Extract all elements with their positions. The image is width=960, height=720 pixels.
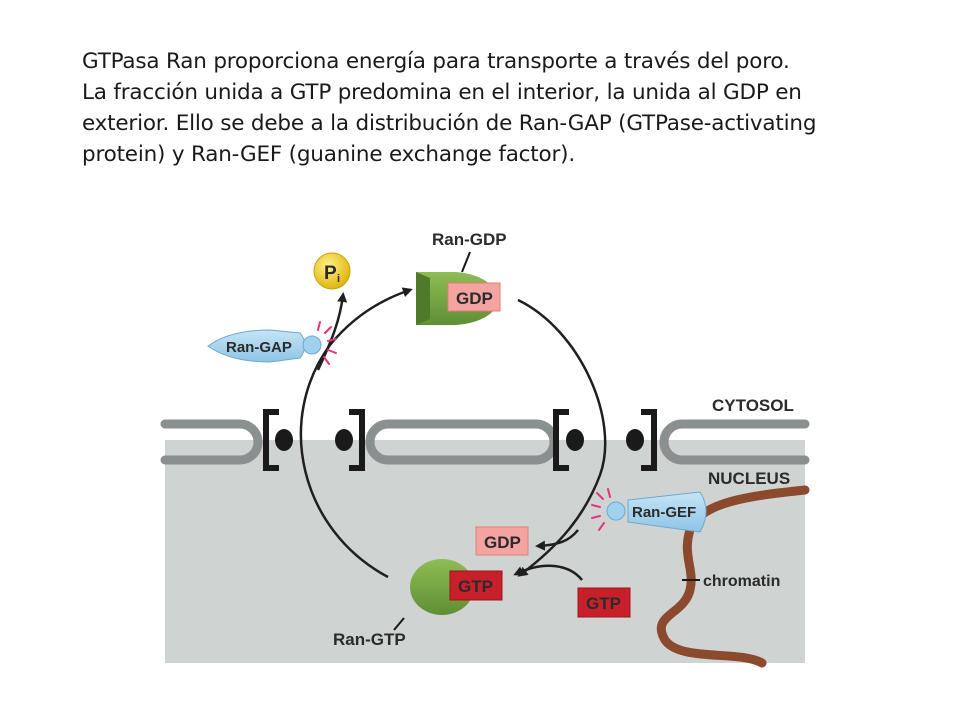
pi-phosphate-icon: P i [313,252,351,290]
ran-gdp-pointer [461,251,471,273]
gtp-chip-free-label: GTP [586,594,621,613]
ran-gap-label: Ran-GAP [226,339,292,356]
nucleus-label: NUCLEUS [708,469,790,488]
gtp-chip-bound: GTP [458,577,493,596]
pore-knob-icons [275,429,644,451]
pi-subscript: i [337,273,340,285]
caption-line-1: GTPasa Ran proporciona energía para tran… [82,49,790,74]
ran-gdp-label: Ran-GDP [432,230,507,249]
ran-gdp-protein: GDP [416,272,501,325]
caption-line-3: exterior. Ello se debe a la distribución… [82,111,817,136]
spark-icon-gap [317,321,337,365]
gdp-chip-released-label: GDP [484,533,521,552]
chromatin-label: chromatin [703,573,780,590]
ran-gtp-label: Ran-GTP [333,630,406,649]
ran-gef-protein: Ran-GEF [606,491,707,533]
nuclear-envelope [160,419,810,465]
caption-line-4: protein) y Ran-GEF (guanine exchange fac… [82,142,575,167]
gdp-chip-top: GDP [456,289,493,308]
ran-gtp-pointer [393,617,405,631]
gdp-release-arrow [535,529,579,551]
nuclear-pore-icon [263,409,657,471]
ran-gtp-protein: GTP [410,559,503,615]
cycle-arrow-left [299,287,413,579]
pi-label: P [324,263,337,284]
gtp-chip-free: GTP [577,587,631,618]
ran-gap-protein: Ran-GAP [207,329,322,363]
pi-release-arrow [316,292,348,371]
caption-line-2: La fracción unida a GTP predomina en el … [82,80,802,105]
spark-icon-gef [591,488,611,531]
gtp-binding-arrow [513,564,583,581]
caption-text: GTPasa Ran proporciona energía para tran… [82,46,902,170]
chromatin-strand [656,485,810,668]
gdp-chip-released: GDP [475,526,529,556]
ran-gef-label: Ran-GEF [632,504,696,521]
cytosol-label: CYTOSOL [712,396,794,415]
